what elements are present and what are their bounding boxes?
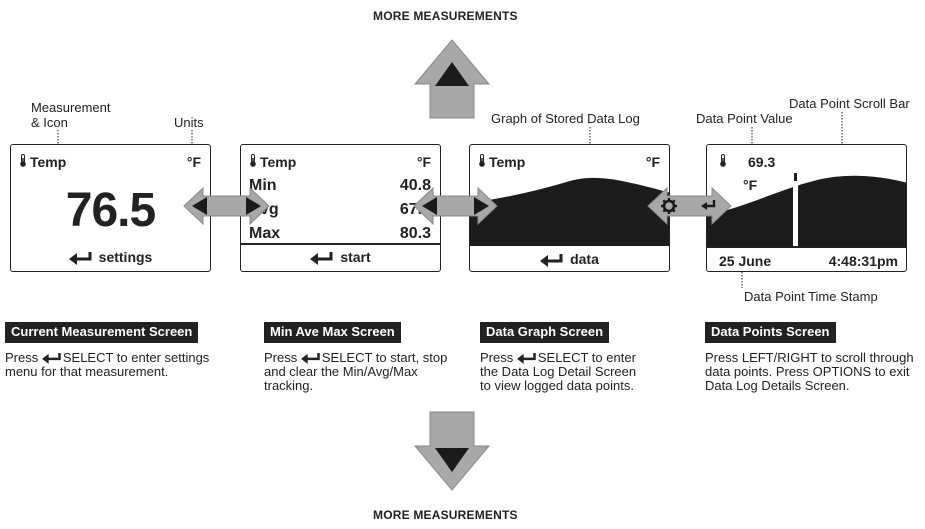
more-measurements-top-label: MORE MEASUREMENTS bbox=[373, 9, 518, 23]
enter-arrow-icon bbox=[516, 353, 536, 364]
time-stamp: 4:48:31pm bbox=[828, 253, 898, 269]
data-points-graph bbox=[707, 173, 906, 246]
unit-label: °F bbox=[416, 154, 431, 170]
screen-current-measurement: Temp °F 76.5 settings bbox=[10, 144, 211, 272]
screen-title: Temp bbox=[19, 154, 66, 170]
data-log-graph bbox=[470, 177, 669, 246]
callout-measurement-icon: Measurement & Icon bbox=[31, 100, 111, 130]
section-desc-data-points: Press LEFT/RIGHT to scroll through data … bbox=[705, 350, 914, 393]
unit-label: °F bbox=[186, 154, 201, 170]
section-desc-current: Press SELECT to enter settings menu for … bbox=[5, 350, 210, 379]
unit-label: °F bbox=[645, 154, 660, 170]
section-title-data-points: Data Points Screen bbox=[705, 322, 836, 343]
enter-arrow-icon bbox=[300, 353, 320, 364]
screen-title: Temp bbox=[249, 154, 296, 170]
divider bbox=[241, 243, 440, 245]
divider bbox=[707, 246, 906, 248]
callout-units: Units bbox=[174, 115, 204, 130]
thermometer-icon bbox=[719, 154, 727, 172]
screen-data-graph: Temp °F data bbox=[469, 144, 670, 272]
enter-arrow-icon bbox=[310, 252, 333, 266]
enter-label: start bbox=[340, 249, 371, 265]
enter-label: data bbox=[570, 251, 599, 267]
section-desc-data-graph: Press SELECT to enter the Data Log Detai… bbox=[480, 350, 637, 393]
callout-data-point-value: Data Point Value bbox=[696, 111, 793, 126]
measurement-value: 76.5 bbox=[65, 184, 156, 237]
up-arrow-icon bbox=[413, 39, 491, 119]
thermometer-icon bbox=[478, 154, 486, 170]
enter-arrow-icon bbox=[41, 353, 61, 364]
screen-data-points: 69.3 °F 25 June 4:48:31pm bbox=[706, 144, 907, 272]
down-arrow-icon bbox=[413, 411, 491, 491]
enter-arrow-icon bbox=[540, 254, 563, 268]
enter-label: settings bbox=[98, 249, 153, 265]
screen-title: Temp bbox=[478, 154, 525, 170]
thermometer-icon bbox=[19, 154, 27, 170]
section-title-current: Current Measurement Screen bbox=[5, 322, 199, 343]
unit-label: °F bbox=[743, 177, 758, 193]
enter-row: start bbox=[241, 249, 440, 266]
section-desc-min-avg-max: Press SELECT to start, stop and clear th… bbox=[264, 350, 448, 393]
callout-scroll-bar: Data Point Scroll Bar bbox=[789, 96, 910, 111]
thermometer-icon bbox=[249, 154, 257, 170]
date-stamp: 25 June bbox=[719, 253, 772, 269]
scroll-bar bbox=[793, 173, 798, 246]
data-point-value: 69.3 bbox=[748, 154, 776, 170]
callout-graph-log: Graph of Stored Data Log bbox=[491, 111, 640, 126]
enter-arrow-icon bbox=[68, 252, 92, 266]
section-title-min-avg-max: Min Ave Max Screen bbox=[264, 322, 401, 343]
callout-time-stamp: Data Point Time Stamp bbox=[744, 289, 878, 304]
enter-row: settings bbox=[11, 249, 210, 266]
more-measurements-bottom-label: MORE MEASUREMENTS bbox=[373, 508, 518, 522]
enter-row: data bbox=[470, 251, 669, 268]
section-title-data-graph: Data Graph Screen bbox=[480, 322, 610, 343]
